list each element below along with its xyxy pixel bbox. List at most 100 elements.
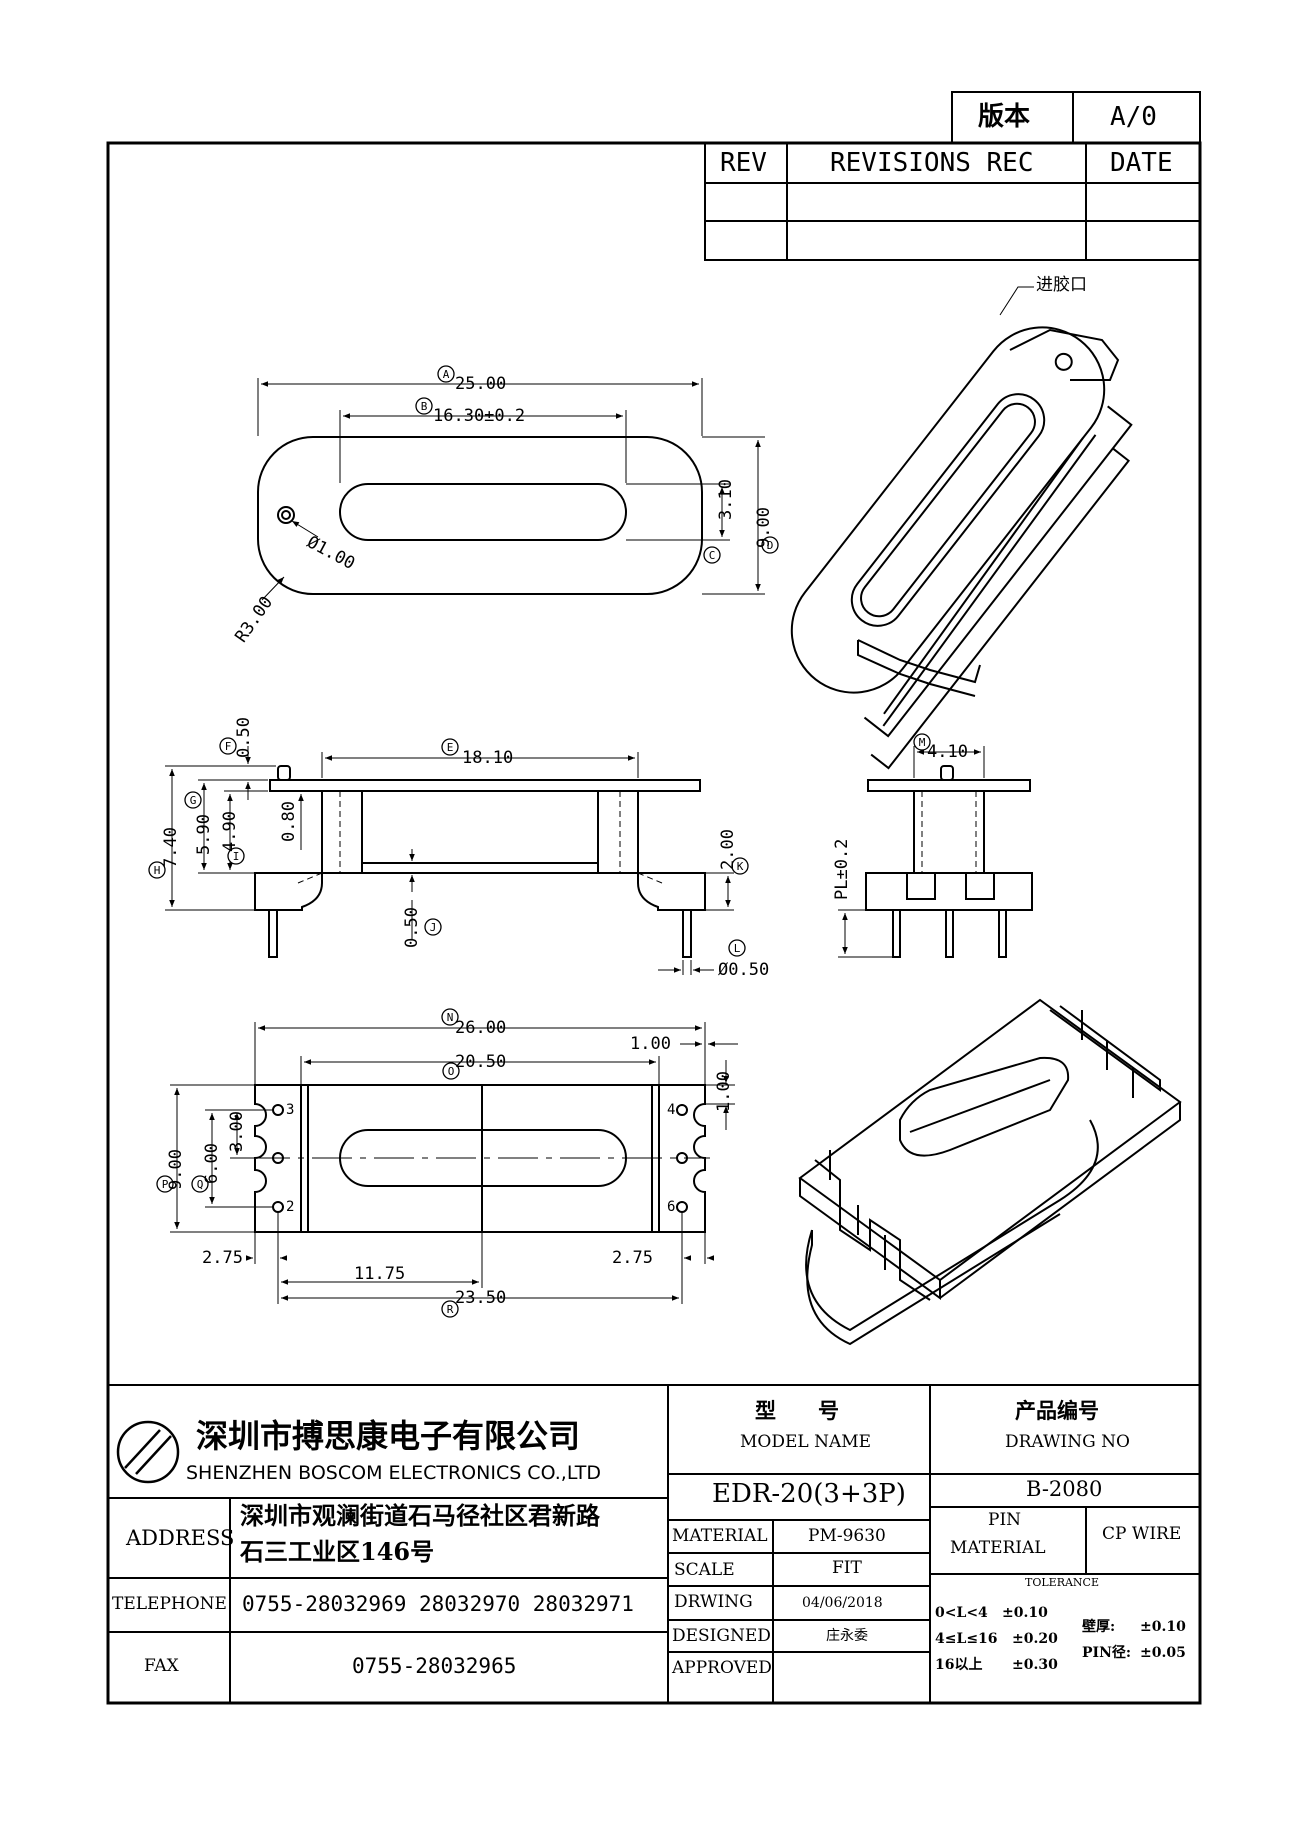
- address-line-2: 石三工业区146号: [240, 1537, 435, 1566]
- dim-g-value: 5.90: [194, 814, 214, 855]
- designer-value: 庄永委: [826, 1628, 868, 1644]
- dim-h-value: 7.40: [161, 827, 181, 868]
- pin-number: 4: [667, 1102, 676, 1118]
- left-offset-value: 2.75: [202, 1248, 243, 1268]
- marker-letter-i: I: [233, 850, 240, 863]
- dim-r-value: 23.50: [455, 1288, 507, 1308]
- gate-pointer: [999, 286, 1034, 316]
- dim-l-value: Ø0.50: [718, 960, 770, 980]
- dim-b-value: 16.30±0.2: [433, 406, 526, 426]
- slot-depth-value: 0.80: [279, 801, 299, 842]
- rev-box-label: 版本: [978, 102, 1031, 132]
- marker-letter-f: F: [225, 740, 232, 753]
- fax-value: 0755-28032965: [352, 1654, 517, 1678]
- step-top-value: 1.00: [630, 1034, 671, 1054]
- side-view-hidden: [921, 791, 977, 873]
- tolerance-value: ±0.10: [1002, 1605, 1048, 1621]
- tolerance-value: ±0.30: [1012, 1657, 1058, 1673]
- marker-circle-h: [148, 861, 166, 879]
- dim-k-value: 2.00: [718, 829, 738, 870]
- pin-number: 3: [286, 1102, 295, 1118]
- tolerance-label: TOLERANCE: [1025, 1576, 1099, 1589]
- dim-i-value: 4.90: [220, 811, 240, 852]
- marker-circle-e: [441, 738, 459, 756]
- marker-letter-n: N: [447, 1011, 454, 1024]
- company-name-en: SHENZHEN BOSCOM ELECTRONICS CO.,LTD: [186, 1462, 602, 1484]
- wall-thickness-label: 壁厚:: [1082, 1619, 1116, 1635]
- marker-letter-c: C: [709, 549, 716, 562]
- dim-j-value: 0.50: [402, 907, 422, 948]
- marker-letter-j: J: [430, 921, 437, 934]
- pin-material-label-1: PIN: [988, 1510, 1022, 1530]
- dim-f-value: 0.50: [234, 717, 254, 758]
- dim-o-value: 20.50: [455, 1052, 507, 1072]
- dim-d-value: 9.00: [754, 507, 774, 548]
- marker-letter-m: M: [919, 736, 926, 749]
- company-logo: [116, 1420, 180, 1484]
- marker-circle-c: [703, 546, 721, 564]
- pin-material-value: CP WIRE: [1102, 1524, 1182, 1544]
- marker-circle-l: [728, 939, 746, 957]
- dim-m-value: 4.10: [927, 742, 968, 762]
- right-offset-value: 2.75: [612, 1248, 653, 1268]
- dim-c-value: 3.10: [716, 479, 736, 520]
- pin-number: 6: [667, 1199, 676, 1215]
- wall-thickness-value: ±0.10: [1140, 1619, 1186, 1635]
- model-title-en: MODEL NAME: [740, 1432, 872, 1452]
- marker-circle-q: [191, 1175, 209, 1193]
- side-view-dims: [838, 746, 985, 958]
- marker-letter-a: A: [443, 368, 450, 381]
- drawing-no-value: B-2080: [1026, 1477, 1103, 1501]
- marker-letter-p: P: [162, 1178, 169, 1191]
- marker-circle-f: [219, 737, 237, 755]
- material-value: PM-9630: [808, 1526, 886, 1546]
- side-view: [865, 765, 1033, 958]
- dim-n-value: 26.00: [455, 1018, 507, 1038]
- marker-letter-k: K: [737, 860, 744, 873]
- marker-letter-q: Q: [197, 1178, 204, 1191]
- scale-label: SCALE: [674, 1560, 735, 1580]
- marker-circle-p: [156, 1175, 174, 1193]
- scale-value: FIT: [832, 1558, 862, 1578]
- address-label: ADDRESS: [126, 1526, 235, 1550]
- tolerance-value: ±0.20: [1012, 1631, 1058, 1647]
- tolerance-range: 0<L<4: [935, 1605, 988, 1621]
- drawing-border: [106, 141, 1202, 1705]
- drawing-date-label: DRWING: [674, 1592, 753, 1612]
- tolerance-range: 4≤L≤16: [935, 1631, 998, 1647]
- designed-label: DESIGNED: [672, 1626, 771, 1646]
- pin-pitch-value: 3.00: [227, 1111, 247, 1152]
- company-name-cn: 深圳市搏思康电子有限公司: [196, 1417, 581, 1455]
- half-length-value: 11.75: [354, 1264, 406, 1284]
- approved-label: APPROVED: [672, 1658, 772, 1678]
- telephone-value: 0755-28032969 28032970 28032971: [242, 1592, 634, 1616]
- dim-q-value: 6.00: [202, 1143, 222, 1184]
- top-view: [257, 436, 703, 595]
- marker-circle-m: [913, 733, 931, 751]
- marker-letter-d: D: [767, 539, 774, 552]
- telephone-label: TELEPHONE: [112, 1594, 227, 1614]
- address-line-1: 深圳市观澜街道石马径社区君新路: [240, 1501, 600, 1530]
- dim-p-value: 9.00: [166, 1149, 186, 1190]
- pin-diameter-label: PIN径:: [1082, 1645, 1132, 1661]
- top-view-dims: [257, 378, 765, 601]
- gate-label: 进胶口: [1036, 275, 1087, 295]
- pin-material-label-2: MATERIAL: [950, 1538, 1046, 1558]
- revisions-rec-header: REVISIONS REC: [830, 148, 1034, 178]
- drawing-no-title-cn: 产品编号: [1015, 1398, 1099, 1423]
- rev-header: REV: [720, 148, 767, 178]
- marker-circle-i: [227, 847, 245, 865]
- model-title-cn: 型 号: [755, 1398, 839, 1423]
- marker-letter-g: G: [190, 794, 197, 807]
- marker-letter-e: E: [447, 741, 454, 754]
- marker-letter-h: H: [154, 864, 161, 877]
- front-view: [254, 765, 706, 958]
- rev-box-value: A/0: [1110, 102, 1157, 132]
- pin-diameter-value: ±0.05: [1140, 1645, 1186, 1661]
- dim-e-value: 18.10: [462, 748, 514, 768]
- drawing-no-title-en: DRAWING NO: [1005, 1432, 1130, 1452]
- iso-view-upper: [790, 326, 1133, 770]
- step-side-value: 1.00: [714, 1071, 734, 1112]
- marker-circle-b: [415, 397, 433, 415]
